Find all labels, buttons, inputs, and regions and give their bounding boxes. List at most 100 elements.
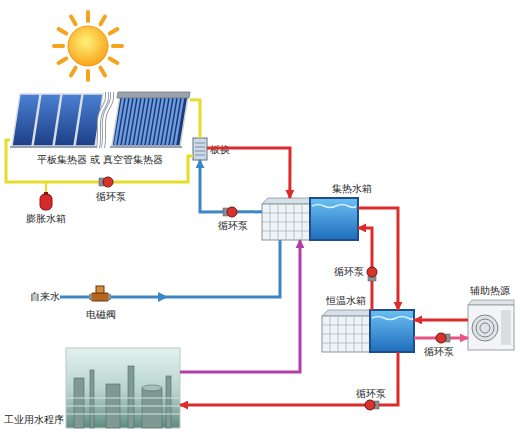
sun-ray	[86, 71, 90, 80]
solar-collector: 平板集热器 或 真空管集热器	[10, 92, 190, 170]
pump-body	[227, 207, 237, 217]
fan-grille	[480, 323, 490, 333]
unit-louver	[504, 310, 505, 345]
node-label: 膨胀水箱	[26, 213, 66, 225]
valve-coil	[96, 286, 104, 293]
sun-ray	[59, 59, 67, 64]
storage-tank: 集热水箱	[262, 198, 358, 240]
valve-label: 电磁阀	[86, 309, 116, 321]
sun-ray	[71, 68, 76, 76]
circulation-pump	[223, 207, 237, 217]
water-surface	[312, 205, 356, 208]
pipe-connector	[358, 228, 372, 310]
exchanger-body	[193, 138, 207, 160]
pipe-connector	[358, 208, 398, 310]
pump-body	[103, 177, 113, 187]
pump-label: 循环泵	[356, 388, 386, 400]
pump-label: 循环泵	[424, 346, 454, 358]
tank-seam	[262, 213, 310, 214]
node-label: 板换	[210, 144, 230, 156]
fan-grille	[476, 319, 494, 337]
circulation-pump	[99, 177, 113, 187]
circulation-pump	[436, 333, 450, 343]
tank-water	[370, 310, 414, 352]
plant-tank	[142, 385, 162, 391]
node-label: 集热水箱	[332, 183, 372, 195]
pump-motor	[373, 401, 379, 409]
expansion-pipe	[45, 182, 47, 192]
tank-panel	[262, 204, 310, 240]
tank-top	[262, 198, 310, 204]
tube-header	[117, 92, 190, 98]
plant-equipment	[166, 376, 171, 428]
solenoid-valve	[89, 286, 111, 301]
node-label: 工业用水程序	[4, 414, 64, 426]
storage-tank: 恒温水箱	[322, 310, 414, 352]
sun-ray	[59, 29, 67, 34]
exchanger-plate	[195, 147, 205, 148]
pump-label: 循环泵	[96, 191, 126, 203]
plant-pipe	[66, 413, 180, 414]
circulation-pump	[365, 400, 379, 410]
pump-body	[436, 333, 446, 343]
source-label: 自来水	[30, 291, 60, 303]
valve-flange	[108, 294, 111, 300]
tank-seam	[262, 222, 310, 223]
unit-louver	[502, 310, 503, 345]
panel-rail	[10, 146, 98, 148]
pump-motor	[368, 275, 376, 281]
pipe-connector	[190, 100, 200, 138]
tank-neck	[44, 192, 48, 195]
sun-ray	[110, 59, 118, 64]
tank-seam	[322, 334, 370, 335]
pipe-connector	[414, 318, 468, 321]
pump-motor	[444, 334, 450, 342]
circulation-pump	[367, 267, 377, 281]
unit-louver	[506, 310, 507, 345]
flow-arrow	[158, 292, 168, 302]
tank-top	[322, 310, 370, 316]
node-outline	[468, 300, 514, 350]
node-outline	[193, 138, 207, 160]
pump-motor	[99, 178, 105, 186]
node-outline	[322, 310, 414, 352]
industrial-plant: 工业用水程序	[66, 348, 180, 428]
pump-motor	[223, 208, 229, 216]
break-mark	[103, 92, 112, 148]
pipe-connector	[180, 352, 398, 405]
plant-equipment	[142, 388, 162, 428]
node-label: 恒温水箱	[326, 295, 366, 307]
tank-seam	[262, 231, 310, 232]
pump-label: 循环泵	[218, 220, 248, 232]
tank-water	[310, 198, 358, 240]
sun-ray	[71, 17, 76, 25]
vacuum-tube	[175, 98, 183, 145]
vacuum-tube-panel	[112, 96, 188, 146]
pipe-connector	[6, 140, 193, 182]
valve-flange	[89, 294, 92, 300]
sun-disc	[68, 26, 108, 66]
plate-heat-exchanger: 板换	[193, 138, 207, 160]
pump-body	[365, 400, 375, 410]
tank-seam	[322, 343, 370, 344]
node-label: 平板集热器 或 真空管集热器	[10, 154, 190, 166]
unit-top	[468, 300, 514, 305]
break-mark	[103, 92, 112, 148]
valve-body	[91, 293, 109, 301]
plant-equipment	[128, 366, 134, 428]
node-outline	[262, 198, 358, 240]
exchanger-plate	[195, 143, 205, 144]
plant-photo	[66, 348, 180, 428]
plant-equipment	[74, 378, 84, 428]
expansion-tank: 膨胀水箱	[40, 192, 52, 210]
fan-grille	[472, 315, 498, 341]
sun-ray	[110, 29, 118, 34]
exchanger-plate	[195, 155, 205, 156]
sun	[54, 12, 122, 80]
plant-pipe	[66, 397, 180, 398]
sun-ray	[113, 44, 122, 48]
